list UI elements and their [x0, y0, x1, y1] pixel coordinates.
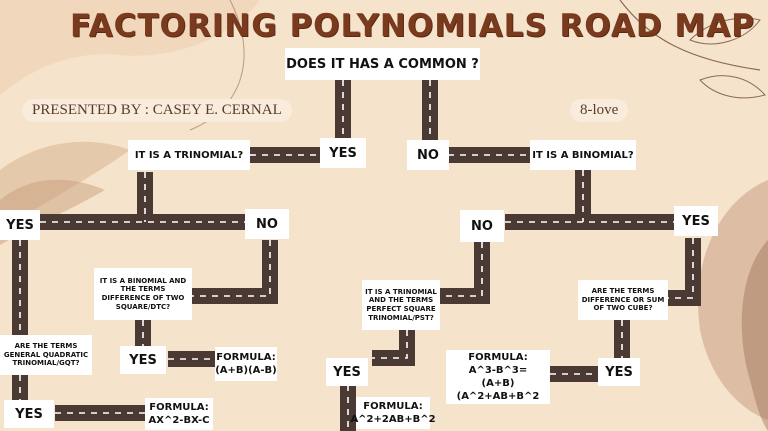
- node-common-question: DOES IT HAS A COMMON ?: [285, 48, 480, 80]
- node-dtc-question: IT IS A BINOMIAL AND THE TERMS DIFFERENC…: [94, 268, 192, 320]
- road-no-right-down: [440, 242, 490, 304]
- node-formula-dtc: FORMULA: (A+B)(A-B): [215, 347, 277, 381]
- formula-cube-line1: A^3-B^3=: [468, 365, 528, 376]
- node-yes-binomial: YES: [674, 206, 718, 236]
- node-yes-dtc: YES: [120, 346, 166, 374]
- formula-dtc-label: FORMULA:: [216, 352, 276, 363]
- node-trinomial-question: IT IS A TRINOMIAL?: [128, 140, 250, 170]
- formula-pst-value: A^2+2AB+B^2: [350, 414, 436, 425]
- page-title: FACTORING POLYNOMIALS ROAD MAP: [70, 8, 755, 44]
- node-formula-cube: FORMULA: A^3-B^3= (A+B)(A^2+AB+B^2: [446, 350, 550, 404]
- node-no-common: NO: [407, 140, 449, 170]
- formula-gqt-value: AX^2-BX-C: [148, 415, 210, 426]
- node-no-trinomial: NO: [245, 209, 289, 239]
- road-yes-right-down: [668, 238, 701, 306]
- node-yes-gqt: YES: [4, 400, 54, 428]
- road-pst-down: [372, 330, 415, 366]
- node-gqt-question: ARE THE TERMS GENERAL QUADRATIC TRINOMIA…: [0, 335, 92, 375]
- node-pst-question: IT IS A TRINOMIAL AND THE TERMS PERFECT …: [362, 280, 440, 330]
- node-formula-pst: FORMULA: A^2+2AB+B^2: [350, 397, 436, 429]
- deco-wave-right-dark: [741, 240, 768, 431]
- node-yes-trinomial: YES: [0, 210, 40, 240]
- deco-wave-right: [698, 180, 768, 420]
- deco-branch-right: [619, 0, 761, 71]
- formula-gqt-label: FORMULA:: [149, 402, 209, 413]
- road-no-down: [192, 240, 278, 304]
- deco-wave-top: [0, 0, 260, 95]
- deco-leaf-right-2: [699, 75, 766, 99]
- section-label: 8-love: [570, 99, 629, 122]
- formula-dtc-value: (A+B)(A-B): [215, 365, 277, 376]
- node-no-binomial: NO: [460, 210, 504, 242]
- presenter-label: PRESENTED BY : CASEY E. CERNAL: [22, 99, 292, 122]
- formula-cube-label: FORMULA:: [468, 352, 528, 363]
- formula-pst-label: FORMULA:: [363, 401, 423, 412]
- node-binomial-question: IT IS A BINOMIAL?: [530, 140, 636, 170]
- node-cube-question: ARE THE TERMS DIFFERENCE OR SUM OF TWO C…: [578, 280, 668, 320]
- node-yes-common: YES: [320, 138, 366, 168]
- node-yes-pst: YES: [326, 358, 368, 386]
- node-yes-cube: YES: [598, 358, 640, 386]
- node-formula-gqt: FORMULA: AX^2-BX-C: [145, 398, 213, 430]
- deco-leaf-right-1: [689, 17, 761, 45]
- formula-cube-line2: (A+B)(A^2+AB+B^2: [456, 378, 540, 402]
- road-dashes: [19, 80, 694, 431]
